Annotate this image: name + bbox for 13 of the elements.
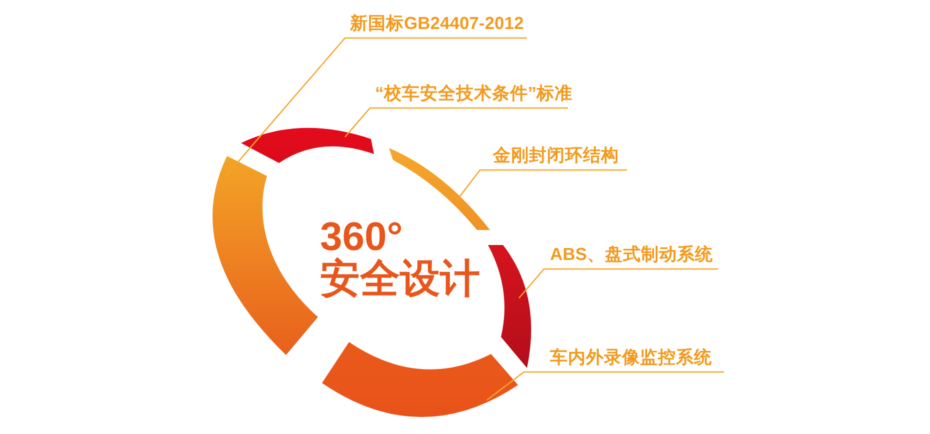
callout-text: 金刚封闭环结构 bbox=[480, 145, 627, 170]
leader-line bbox=[456, 169, 627, 200]
leader-line bbox=[344, 107, 568, 138]
ring-segment bbox=[488, 245, 532, 368]
callout-text: 车内外录像监控系统 bbox=[524, 347, 724, 372]
leader-line bbox=[518, 268, 718, 298]
callout-text: 新国标GB24407-2012 bbox=[345, 13, 527, 38]
leader-line bbox=[486, 371, 724, 401]
leader-line bbox=[224, 37, 527, 178]
ring-segment bbox=[241, 128, 374, 163]
ring-segment bbox=[322, 342, 518, 417]
ring-heading: 360° 安全设计 bbox=[320, 216, 481, 300]
callout-text: ABS、盘式制动系统 bbox=[544, 244, 718, 269]
